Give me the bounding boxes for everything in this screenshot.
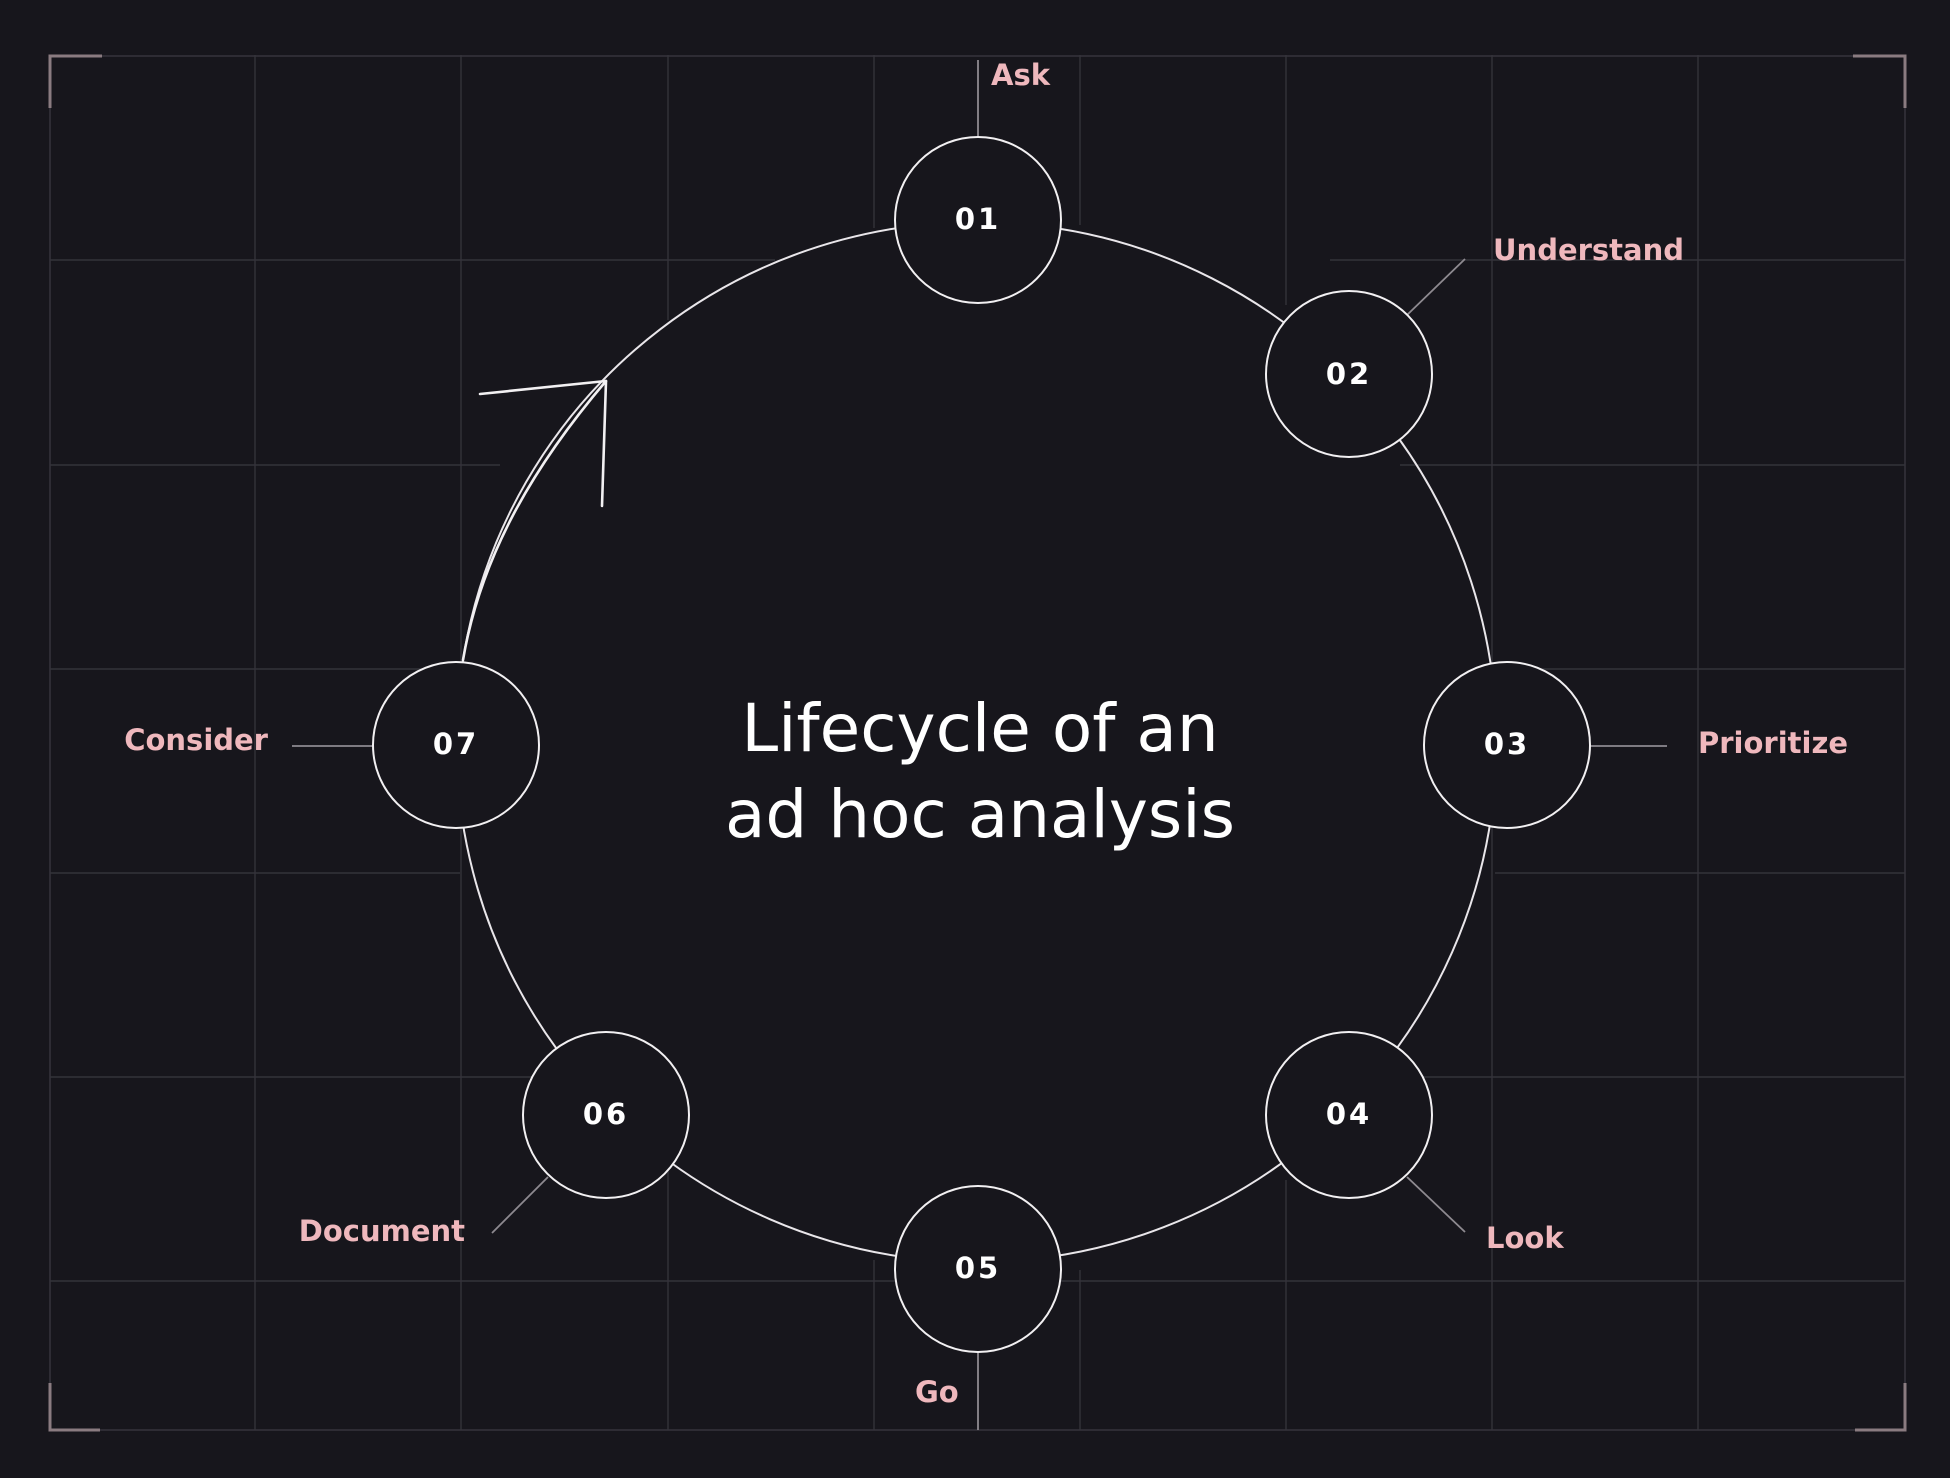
step-label-document: Document xyxy=(299,1214,465,1248)
step-label-prioritize: Prioritize xyxy=(1698,726,1848,760)
step-node-02: 02 xyxy=(1265,290,1433,458)
step-node-03: 03 xyxy=(1423,661,1591,829)
step-number: 07 xyxy=(433,727,479,761)
step-number: 04 xyxy=(1326,1097,1372,1131)
step-label-go: Go xyxy=(915,1375,959,1409)
background-grid xyxy=(49,55,1906,1431)
step-node-01: 01 xyxy=(894,136,1062,304)
step-label-understand: Understand xyxy=(1493,233,1684,267)
cycle-arrow xyxy=(461,379,608,662)
step-number: 01 xyxy=(955,202,1001,236)
step-number: 05 xyxy=(955,1251,1001,1285)
step-node-06: 06 xyxy=(522,1031,690,1199)
leader-lines xyxy=(292,60,1667,1430)
step-node-04: 04 xyxy=(1265,1031,1433,1199)
step-number: 02 xyxy=(1326,357,1372,391)
frame-corners xyxy=(48,54,1907,1432)
step-label-consider: Consider xyxy=(124,723,268,757)
diagram-title-line-2: ad hoc analysis xyxy=(725,776,1235,853)
step-label-look: Look xyxy=(1486,1221,1564,1255)
step-number: 06 xyxy=(583,1097,629,1131)
diagram-title-line-1: Lifecycle of an xyxy=(741,690,1218,767)
step-number: 03 xyxy=(1484,727,1530,761)
step-node-05: 05 xyxy=(894,1185,1062,1353)
step-node-07: 07 xyxy=(372,661,540,829)
step-label-ask: Ask xyxy=(991,58,1051,92)
